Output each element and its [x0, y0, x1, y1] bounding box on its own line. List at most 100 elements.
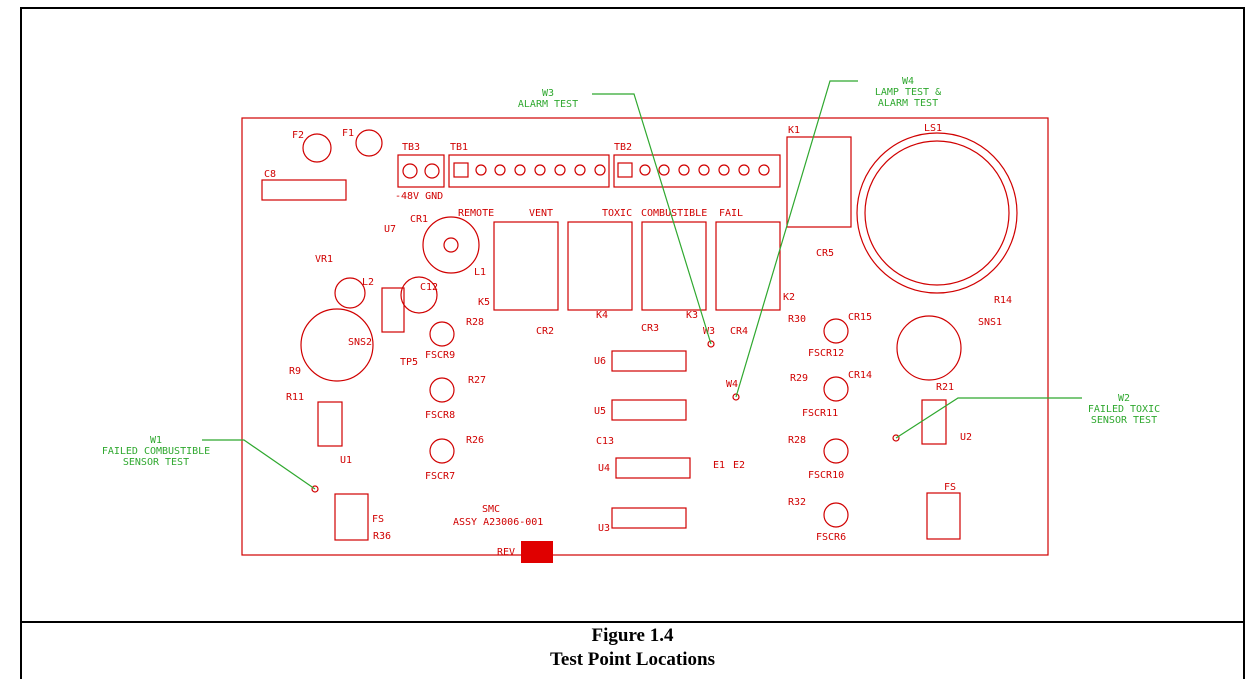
label-u7: U7: [384, 224, 396, 235]
tb3-pin: [402, 163, 418, 179]
callout-w3-id: W3: [542, 88, 554, 99]
label-u4: U4: [598, 463, 610, 474]
label-k4: K4: [596, 310, 608, 321]
label-r21: R21: [936, 382, 954, 393]
buzzer-ls1: [856, 132, 1018, 294]
label-f2: F2: [292, 130, 304, 141]
label-sns1: SNS1: [978, 317, 1002, 328]
label-u1: U1: [340, 455, 352, 466]
label-fscr12: FSCR12: [808, 348, 844, 359]
terminal-tb3: [397, 154, 445, 188]
inductor-l1-core: [443, 237, 459, 253]
label-u2: U2: [960, 432, 972, 443]
fscr11: [823, 376, 849, 402]
pcb-diagram: F2 F1 C8 TB3 -48V GND TB1 TB2 REMOTE VEN…: [102, 76, 1160, 563]
testpoint-w2: [892, 434, 900, 442]
label-combustible: COMBUSTIBLE: [641, 208, 707, 219]
label-tb2: TB2: [614, 142, 632, 153]
callout-w1-line1: FAILED COMBUSTIBLE: [102, 446, 210, 457]
sensor-sns2: [300, 308, 374, 382]
relay-k1: [786, 136, 852, 228]
figure-caption: Figure 1.4 Test Point Locations: [20, 622, 1245, 672]
figure-frame: [20, 7, 1245, 679]
label-l1: L1: [474, 267, 486, 278]
label-e2: E2: [733, 460, 745, 471]
label-fail: FAIL: [719, 208, 743, 219]
label-cr15: CR15: [848, 312, 872, 323]
tb1-pins: [475, 164, 606, 176]
callout-w2-id: W2: [1118, 393, 1130, 404]
label-fscr11: FSCR11: [802, 408, 838, 419]
fscr9: [429, 321, 455, 347]
tb2-pins: [639, 164, 770, 176]
label-fscr8: FSCR8: [425, 410, 455, 421]
fscr8: [429, 377, 455, 403]
connector-fs-left: [334, 493, 369, 541]
label-cr2: CR2: [536, 326, 554, 337]
ic-u3: [611, 507, 687, 529]
cap-c8: [261, 179, 347, 201]
fuse-f2: [302, 133, 332, 163]
callout-w1-leader: [202, 439, 316, 490]
label-r35: R36: [373, 531, 391, 542]
callout-w4-line1: LAMP TEST &: [875, 87, 941, 98]
label-smc: SMC: [482, 504, 500, 515]
sensor-sns1: [896, 315, 962, 381]
relay-k2: [715, 221, 781, 311]
label-fs-left: FS: [372, 514, 384, 525]
figure-number: Figure 1.4: [591, 625, 674, 646]
label-cr5: CR5: [816, 248, 834, 259]
callout-w1-id: W1: [150, 435, 162, 446]
testpoint-w1: [311, 485, 319, 493]
label-k1: K1: [788, 125, 800, 136]
label-toxic: TOXIC: [602, 208, 632, 219]
fscr12: [823, 318, 849, 344]
tb1-square-pad: [453, 162, 469, 178]
label-power: -48V GND: [395, 191, 443, 202]
label-r26: R27: [468, 375, 486, 386]
label-vent: VENT: [529, 208, 553, 219]
fuse-f1: [355, 129, 383, 157]
label-rev: REV: [497, 547, 515, 558]
label-r31: R32: [788, 497, 806, 508]
fscr6: [823, 502, 849, 528]
tb3-pin: [424, 163, 440, 179]
callout-w1-line2: SENSOR TEST: [123, 457, 189, 468]
testpoint-w3: [707, 340, 715, 348]
label-fscr10: FSCR10: [808, 470, 844, 481]
label-e1: E1: [713, 460, 725, 471]
label-r28: R28: [788, 435, 806, 446]
buzzer-ls1-inner: [864, 140, 1010, 286]
figure-title: Test Point Locations: [549, 649, 716, 670]
label-u5: U5: [594, 406, 606, 417]
label-r11: R11: [286, 392, 304, 403]
label-tp5: TP5: [400, 357, 418, 368]
label-c13: C13: [596, 436, 614, 447]
tb2-square-pad: [617, 162, 633, 178]
label-l2: L2: [362, 277, 374, 288]
cap-c12: [400, 276, 438, 314]
terminal-tb2: [613, 154, 781, 188]
label-tb3: TB3: [402, 142, 420, 153]
relay-k5: [493, 221, 559, 311]
label-r30: R30: [788, 314, 806, 325]
callout-w2-leader: [895, 397, 1082, 439]
label-cr3: CR3: [641, 323, 659, 334]
label-w4-pad: W4: [726, 379, 738, 390]
label-ls1: LS1: [924, 123, 942, 134]
label-r29: R29: [790, 373, 808, 384]
inductor-l1: [422, 216, 480, 274]
board-outline: [241, 117, 1049, 556]
label-tb1: TB1: [450, 142, 468, 153]
caption-divider: [20, 621, 1245, 623]
callout-w4-line2: ALARM TEST: [878, 98, 938, 109]
callout-w2-line2: SENSOR TEST: [1091, 415, 1157, 426]
label-k3: K3: [686, 310, 698, 321]
callout-w4-leader: [735, 80, 858, 398]
label-r25: R26: [466, 435, 484, 446]
ic-u6: [611, 350, 687, 372]
label-fscr6: FSCR6: [816, 532, 846, 543]
ic-u2: [921, 399, 947, 445]
label-r27: R28: [466, 317, 484, 328]
callout-w2-line1: FAILED TOXIC: [1088, 404, 1160, 415]
